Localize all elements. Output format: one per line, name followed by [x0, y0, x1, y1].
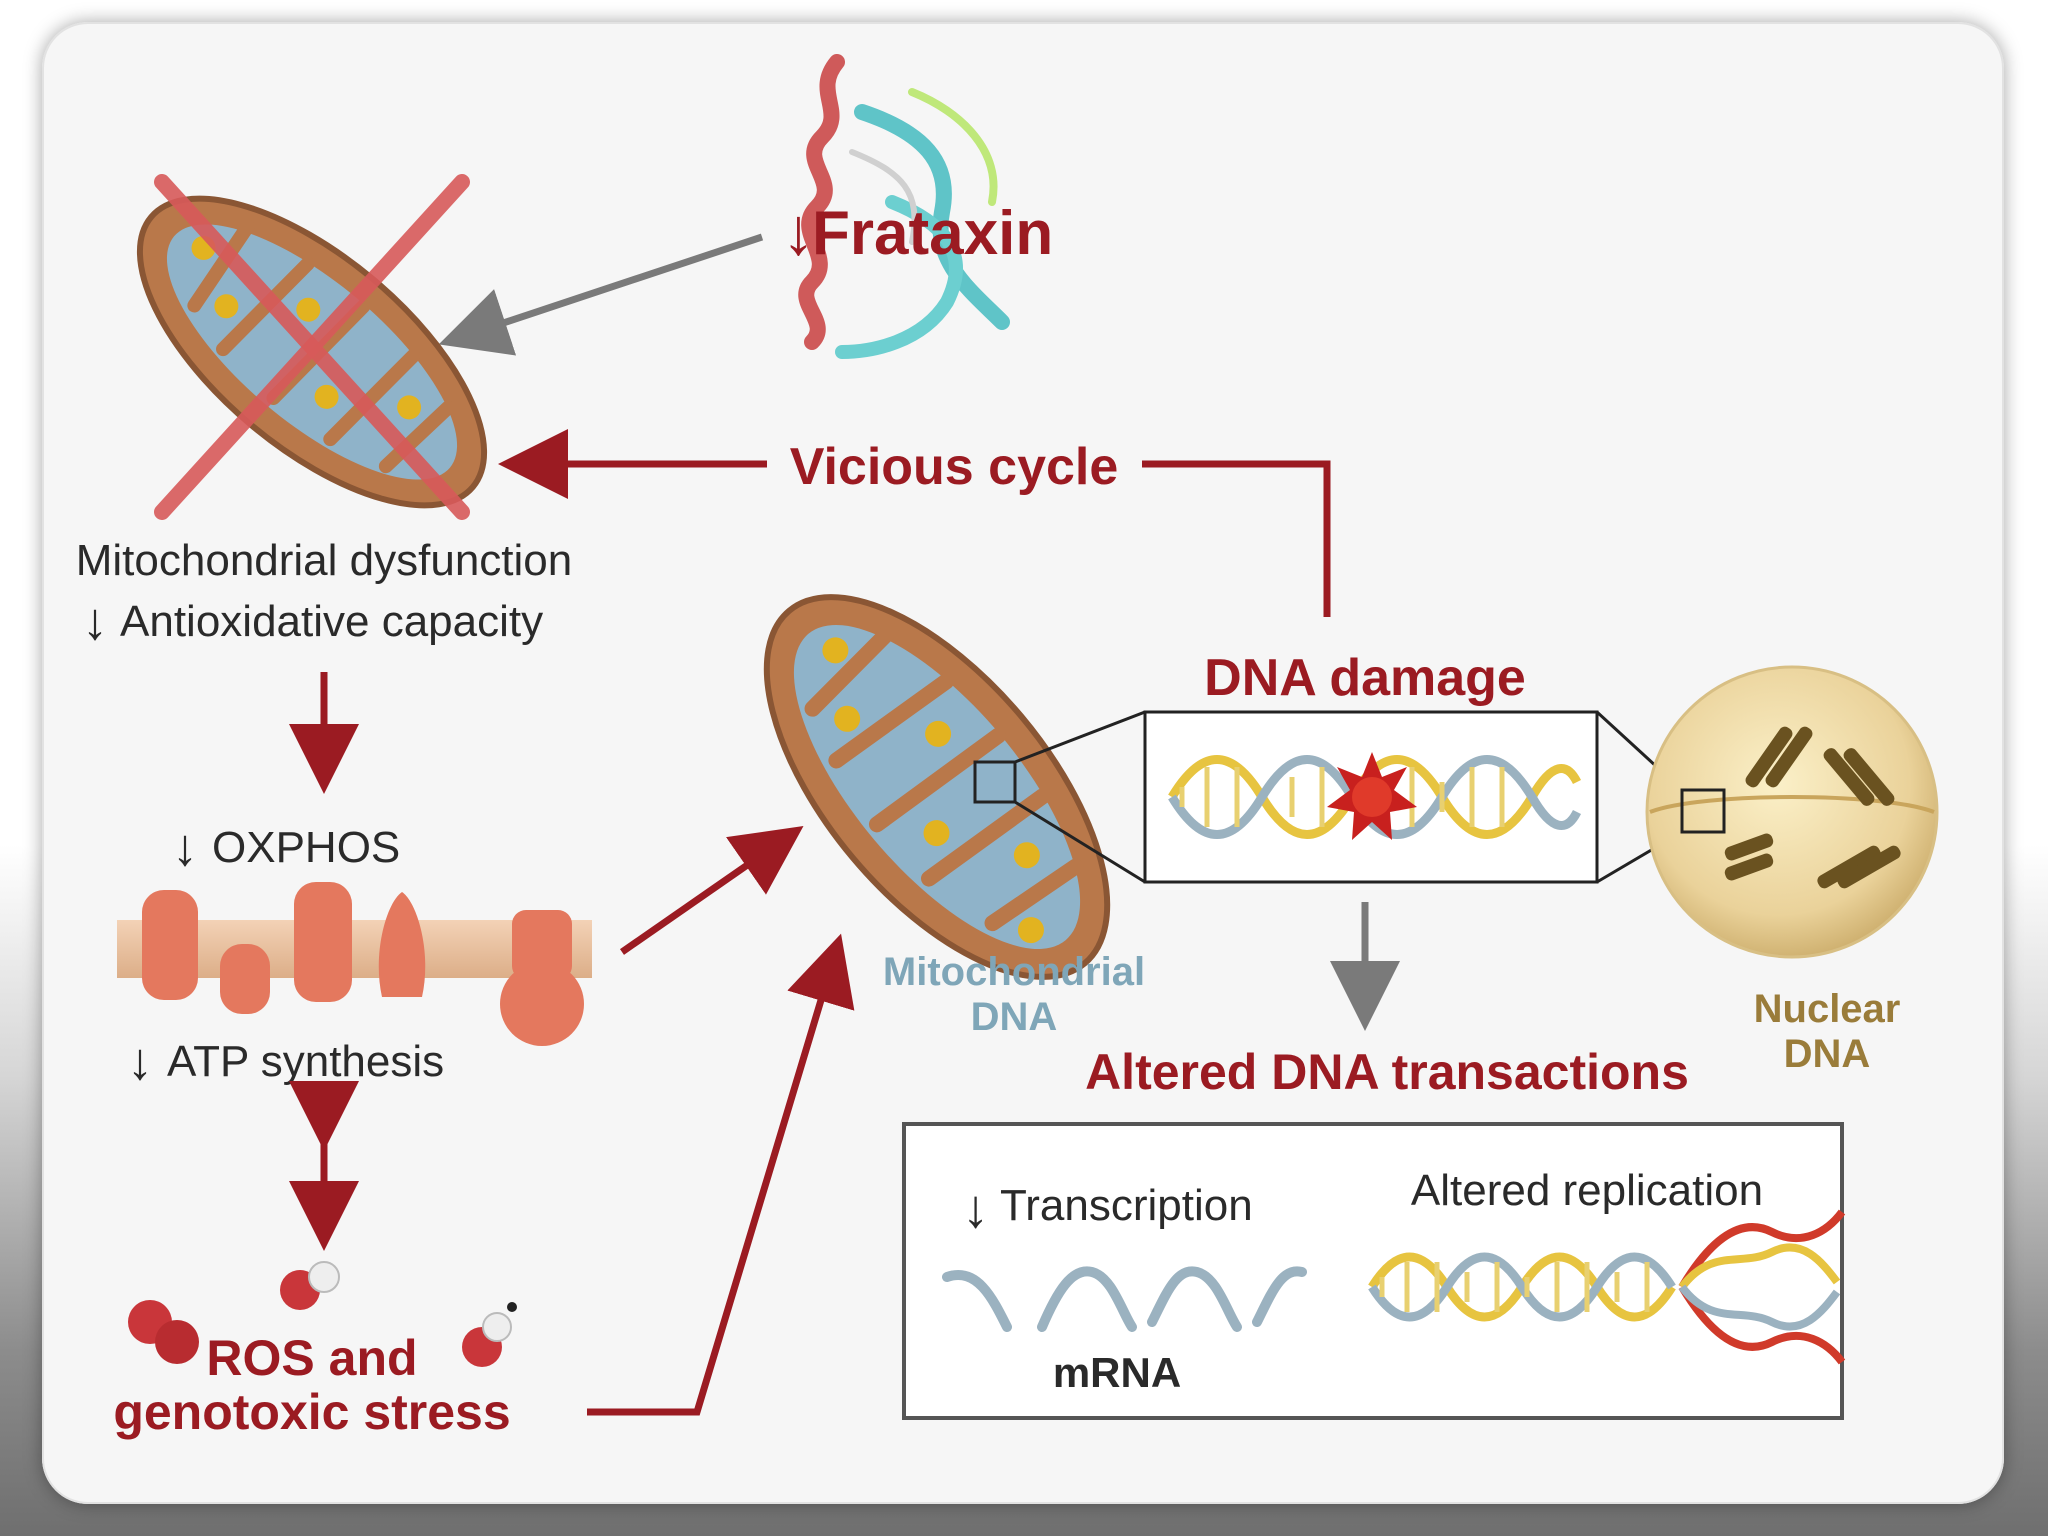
damaged-dna-helix-icon [1168, 752, 1582, 840]
vicious-cycle-line [1142, 460, 1331, 617]
mitochondrion-icon [763, 594, 1111, 980]
replication-fork-icon [1368, 1209, 1846, 1365]
mito-dna-label-line2: DNA [971, 995, 1058, 1039]
zoom-line-top-left [1014, 710, 1146, 764]
frataxin-down-arrow-icon: ↓ [782, 194, 815, 268]
mrna-label: mRNA [1053, 1349, 1181, 1396]
frataxin-label: Frataxin [812, 199, 1053, 268]
slide-panel: ↓ Frataxin Vicious cycle Mitochondrial d… [42, 22, 2004, 1504]
dna-damage-label: DNA damage [1204, 649, 1526, 707]
transactions-box [902, 1122, 1844, 1420]
mito-dna-zoom-box [973, 760, 1017, 804]
dysfunction-cross-icon [154, 174, 470, 520]
nuclear-dna-label-line1: Nuclear [1754, 987, 1901, 1031]
ros-molecules-icon [128, 1261, 517, 1367]
oxphos-label: OXPHOS [212, 823, 400, 872]
vicious-cycle-label: Vicious cycle [790, 438, 1119, 496]
oxphos-to-mito-arrow [620, 826, 804, 955]
antioxidative-down-arrow-icon: ↓ [82, 593, 108, 651]
ros-label-line2: genotoxic stress [113, 1384, 510, 1440]
antioxidative-label: Antioxidative capacity [120, 597, 543, 646]
nuclear-dna-label-line2: DNA [1784, 1032, 1871, 1076]
mrna-strand-icon [942, 1266, 1307, 1332]
mito-dysfunction-label: Mitochondrial dysfunction [76, 536, 572, 585]
frataxin-to-mito-arrow [438, 233, 764, 356]
transcription-down-arrow-icon: ↓ [962, 1179, 989, 1239]
nucleus-icon [1645, 665, 1939, 959]
ros-to-mito-arrow [587, 933, 855, 1416]
zoom-line-bottom-left [1014, 800, 1146, 884]
frataxin-pathway-diagram: ↓ Frataxin Vicious cycle Mitochondrial d… [76, 54, 1939, 1440]
altered-dna-transactions-label: Altered DNA transactions [1085, 1044, 1689, 1100]
ros-label-line1: ROS and [206, 1330, 417, 1386]
frataxin-protein-icon [798, 54, 1010, 359]
oxphos-down-arrow-icon: ↓ [172, 819, 198, 877]
transcription-label: Transcription [1000, 1181, 1253, 1230]
mito-dna-label-line1: Mitochondrial [883, 950, 1145, 994]
oxphos-membrane-icon [117, 882, 592, 1046]
atp-synthesis-label: ATP synthesis [167, 1037, 444, 1086]
nuclear-dna-zoom-box [1680, 788, 1726, 834]
altered-replication-label: Altered replication [1411, 1166, 1763, 1215]
atp-down-arrow-icon: ↓ [127, 1033, 153, 1091]
